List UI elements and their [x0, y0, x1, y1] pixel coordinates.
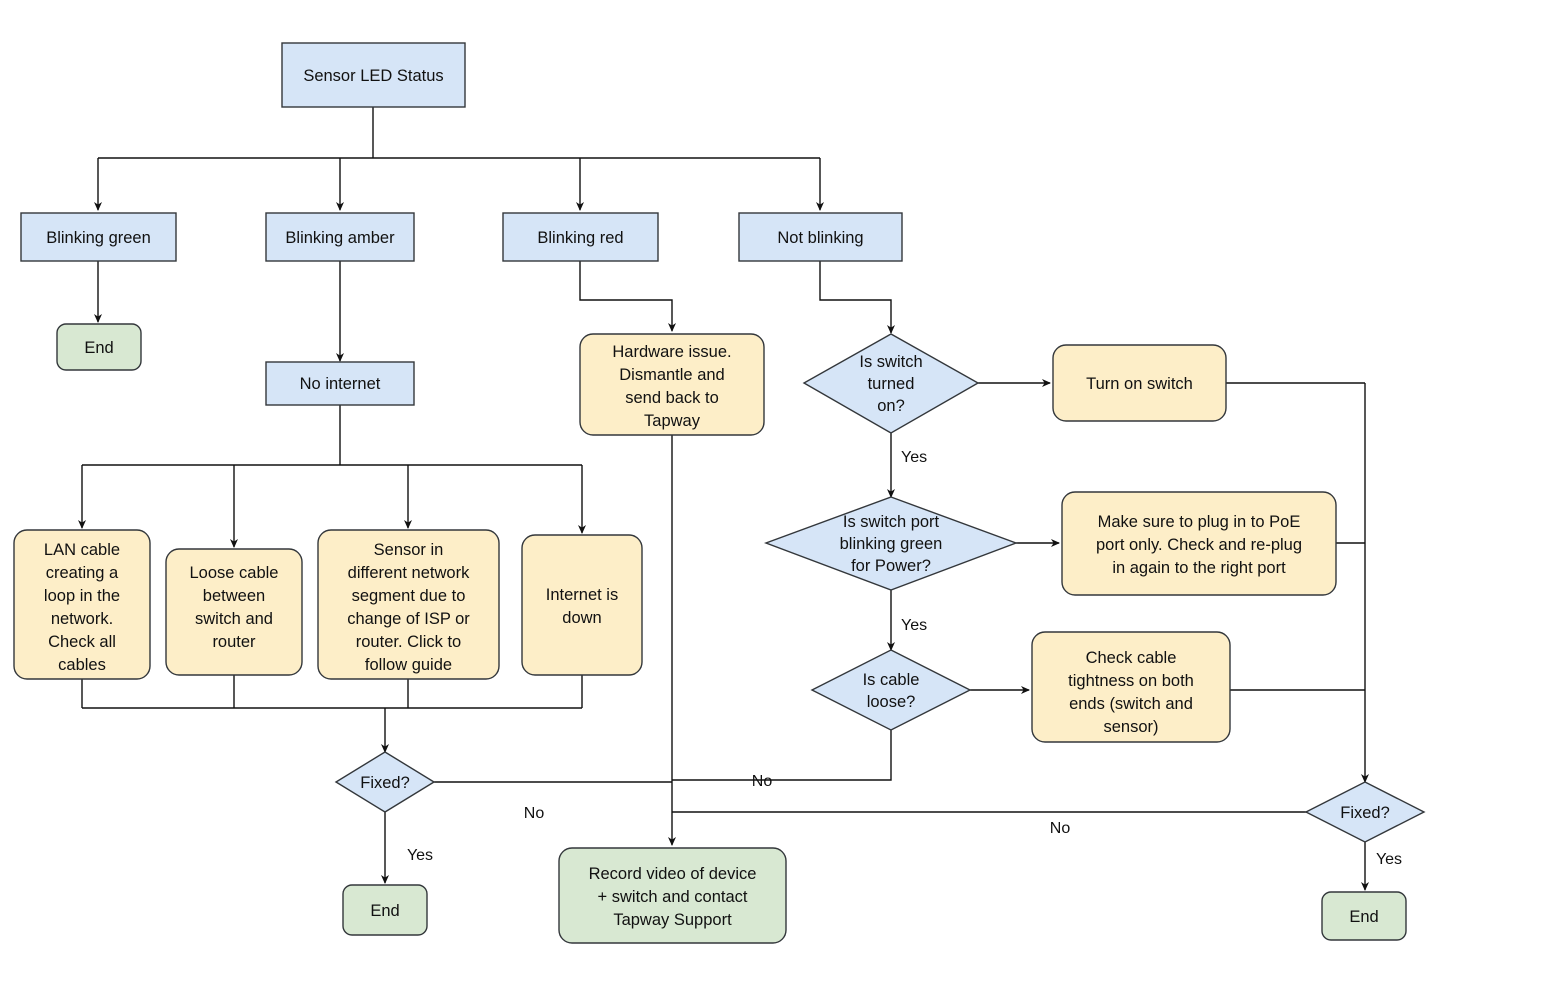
node-loose-cable[interactable]: Loose cable between switch and router	[165, 548, 303, 676]
node-different-network-segment[interactable]: Sensor in different network segment due …	[317, 529, 500, 680]
edge-label-switch-on-yes: Yes	[901, 449, 927, 466]
node-label: Blinking green	[46, 229, 151, 247]
node-end-blinking-green[interactable]: End	[56, 323, 142, 371]
node-label-line-1: Sensor in	[374, 541, 444, 559]
node-label-line-3: switch and	[195, 610, 273, 628]
node-label: Blinking red	[537, 229, 623, 247]
node-label-line-1: Hardware issue.	[612, 343, 731, 361]
node-label-line-1: Record video of device	[589, 865, 757, 883]
node-label-line-4: router	[212, 633, 256, 651]
node-label-line-2: creating a	[46, 564, 119, 582]
node-label-line-3: segment due to	[352, 587, 466, 605]
node-label-line-4: network.	[51, 610, 113, 628]
node-label: End	[370, 902, 399, 920]
node-end-right[interactable]: End	[1321, 891, 1407, 941]
node-blinking-green[interactable]: Blinking green	[20, 212, 177, 262]
node-label-line-2: port only. Check and re-plug	[1096, 536, 1302, 554]
node-hardware-issue[interactable]: Hardware issue. Dismantle and send back …	[579, 333, 765, 436]
edge-label-port-green-yes: Yes	[901, 617, 927, 634]
node-label-line-2: Dismantle and	[619, 366, 724, 384]
node-label: Blinking amber	[285, 229, 395, 247]
node-label: Not blinking	[777, 229, 863, 247]
node-label-line-1: Is cable	[863, 671, 920, 689]
node-label-line-4: Tapway	[644, 412, 701, 430]
node-label-line-2: turned	[868, 375, 915, 393]
node-label-line-4: change of ISP or	[347, 610, 470, 628]
edge-label-fixed-right-yes: Yes	[1376, 851, 1402, 868]
node-label-line-3: ends (switch and	[1069, 695, 1193, 713]
node-sensor-led-status[interactable]: Sensor LED Status	[281, 42, 466, 108]
edge-label-fixed-right-no: No	[1050, 820, 1071, 837]
connectors	[78, 107, 1369, 891]
node-end-left[interactable]: End	[342, 884, 428, 936]
node-blinking-amber[interactable]: Blinking amber	[265, 212, 415, 262]
edge-labels: Yes Yes No Yes No No Yes	[407, 449, 1402, 868]
node-label-line-2: between	[203, 587, 265, 605]
node-no-internet[interactable]: No internet	[265, 361, 415, 406]
edge-cable-loose-no	[672, 730, 892, 781]
node-lan-cable-loop[interactable]: LAN cable creating a loop in the network…	[13, 529, 151, 680]
edge-blinking-red-to-hardware	[579, 261, 676, 332]
node-label: No internet	[300, 375, 381, 393]
node-label: Turn on switch	[1086, 375, 1193, 393]
node-label-line-6: cables	[58, 656, 106, 674]
node-label: Fixed?	[1340, 804, 1390, 822]
node-label: Sensor LED Status	[303, 67, 443, 85]
node-label-line-1: Is switch port	[843, 513, 940, 531]
node-label-line-3: on?	[877, 397, 905, 415]
node-blinking-red[interactable]: Blinking red	[502, 212, 659, 262]
node-label-line-2: + switch and contact	[598, 888, 748, 906]
node-fixed-right[interactable]: Fixed?	[1304, 781, 1426, 843]
node-label-line-5: Check all	[48, 633, 116, 651]
node-label-line-1: Make sure to plug in to PoE	[1098, 513, 1301, 531]
node-fixed-left[interactable]: Fixed?	[334, 751, 436, 813]
node-is-switch-port-blinking-green[interactable]: Is switch port blinking green for Power?	[763, 496, 1019, 591]
node-label-line-2: different network	[348, 564, 470, 582]
node-label-line-1: Loose cable	[190, 564, 279, 582]
node-turn-on-switch[interactable]: Turn on switch	[1052, 344, 1227, 422]
node-label-line-3: loop in the	[44, 587, 120, 605]
edge-label-fixed-left-no: No	[524, 805, 545, 822]
node-label-line-6: follow guide	[365, 656, 452, 674]
node-label-line-2: tightness on both	[1068, 672, 1194, 690]
node-label-line-3: send back to	[625, 389, 719, 407]
node-label-line-2: down	[562, 609, 601, 627]
node-label-line-2: loose?	[867, 693, 916, 711]
node-is-switch-turned-on[interactable]: Is switch turned on?	[802, 333, 980, 434]
node-label-line-3: in again to the right port	[1112, 559, 1286, 577]
node-label: Fixed?	[360, 774, 410, 792]
node-label-line-3: for Power?	[851, 557, 931, 575]
node-label-line-1: Check cable	[1086, 649, 1177, 667]
edge-not-blinking-to-switch-on	[819, 261, 895, 334]
node-check-cable-tightness[interactable]: Check cable tightness on both ends (swit…	[1031, 631, 1231, 743]
node-label-line-2: blinking green	[840, 535, 943, 553]
node-label: End	[84, 339, 113, 357]
node-is-cable-loose[interactable]: Is cable loose?	[810, 649, 972, 731]
edge-label-fixed-left-yes: Yes	[407, 847, 433, 864]
node-record-video[interactable]: Record video of device + switch and cont…	[558, 847, 787, 944]
node-not-blinking[interactable]: Not blinking	[738, 212, 903, 262]
node-label-line-3: Tapway Support	[613, 911, 732, 929]
edge-label-cable-loose-no: No	[752, 773, 773, 790]
node-label-line-4: sensor)	[1103, 718, 1158, 736]
node-label-line-1: Is switch	[859, 353, 922, 371]
node-label-line-1: Internet is	[546, 586, 618, 604]
node-internet-is-down[interactable]: Internet is down	[521, 534, 643, 676]
node-label: End	[1349, 908, 1378, 926]
node-poe-port-instruction[interactable]: Make sure to plug in to PoE port only. C…	[1061, 491, 1337, 596]
node-label-line-1: LAN cable	[44, 541, 120, 559]
node-label-line-5: router. Click to	[356, 633, 461, 651]
